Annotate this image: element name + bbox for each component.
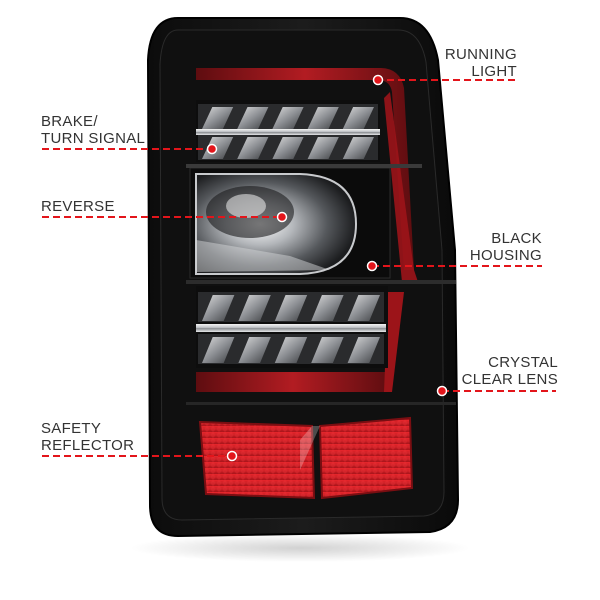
separator-line (186, 402, 456, 405)
crystal-lens-label: CRYSTAL CLEAR LENS (462, 354, 558, 388)
floor-shadow (130, 534, 470, 562)
black-housing-label-line2: HOUSING (469, 247, 542, 264)
led-cell (238, 295, 271, 321)
callout-reverse (42, 211, 288, 223)
reverse-label-line1: REVERSE (41, 198, 115, 215)
led-cell (272, 137, 304, 159)
callout-brake-turn (42, 143, 218, 155)
safety-reflector-label-line1: SAFETY (41, 420, 102, 437)
led-cell (238, 337, 271, 363)
black-housing-label-line1: BLACK (491, 230, 542, 247)
reverse-label: REVERSE (41, 198, 115, 215)
led-cell (311, 295, 344, 321)
callout-black-housing (366, 260, 542, 272)
callout-running-light (372, 74, 516, 86)
safety-reflector-label: SAFETY REFLECTOR (41, 420, 134, 454)
led-cell (202, 295, 235, 321)
led-cell (307, 137, 339, 159)
led-cell (237, 107, 269, 129)
black-housing-label: BLACK HOUSING (470, 230, 542, 264)
led-cell (342, 137, 374, 159)
safety-reflector-label-line2: REFLECTOR (41, 437, 135, 454)
crystal-lens-label-line1: CRYSTAL (488, 354, 558, 371)
reverse-light-module (189, 167, 391, 279)
led-cell (311, 337, 344, 363)
led-cell (274, 337, 308, 363)
callout-safety-reflector (42, 450, 238, 462)
brake-turn-label: BRAKE/ TURN SIGNAL (41, 113, 145, 147)
led-cell (307, 107, 339, 129)
led-cell (274, 295, 308, 321)
separator-line (186, 280, 456, 284)
led-cell (202, 107, 234, 129)
led-cell (347, 295, 380, 321)
brake-turn-label-line2: TURN SIGNAL (41, 130, 146, 147)
running-light-label-line1: RUNNING (444, 46, 517, 63)
led-cell (237, 137, 269, 159)
led-cell (347, 337, 380, 363)
running-light-bar (196, 68, 418, 392)
callout-crystal-lens (436, 385, 556, 397)
led-cell (272, 107, 304, 129)
separator-line (186, 164, 422, 168)
running-light-label: RUNNING LIGHT (445, 46, 517, 80)
led-cell (342, 107, 374, 129)
running-light-label-line2: LIGHT (471, 63, 517, 80)
safety-reflector (198, 416, 414, 500)
brake-turn-label-line1: BRAKE/ (41, 113, 98, 130)
led-cell (202, 337, 235, 363)
crystal-lens-label-line2: CLEAR LENS (461, 371, 558, 388)
